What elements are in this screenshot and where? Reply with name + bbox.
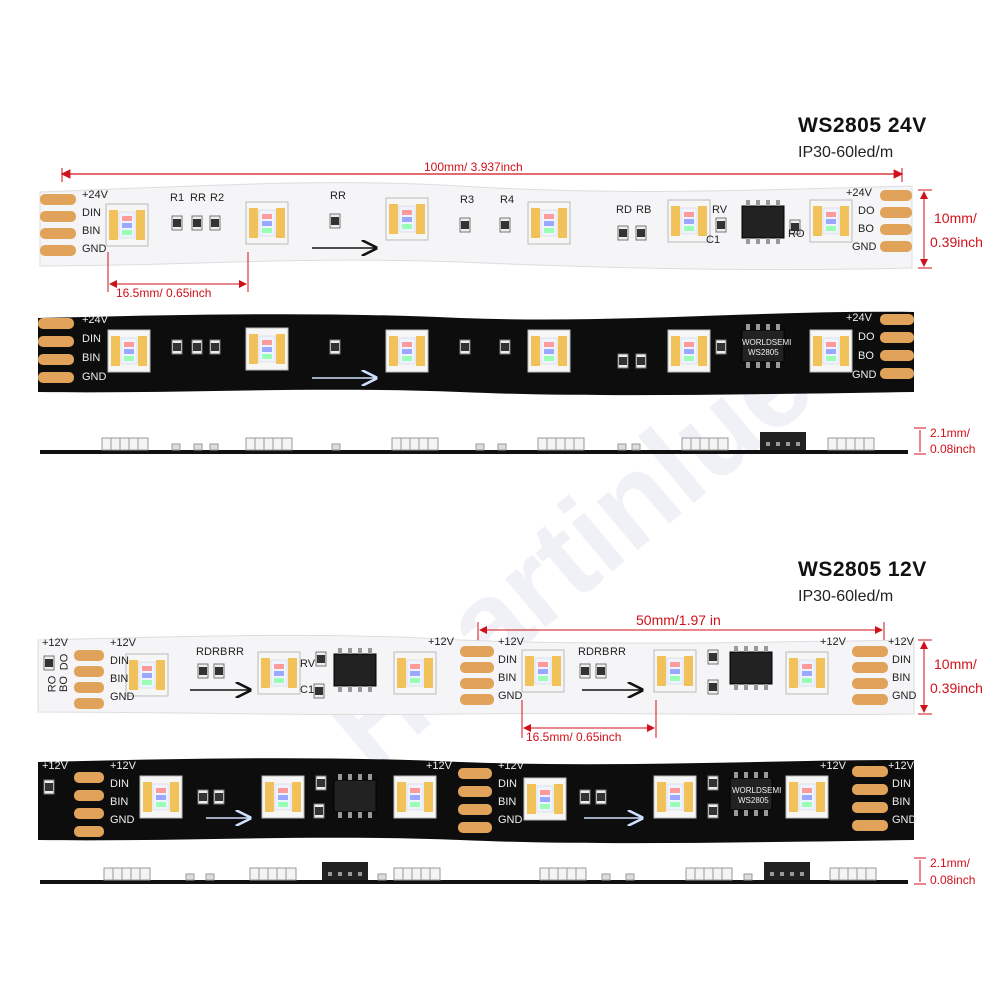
thick-dim-24v-line1: 2.1mm/ bbox=[930, 426, 971, 440]
pad-label-in-din-black: DIN bbox=[82, 333, 101, 345]
length-dim-12v: 50mm/1.97 in bbox=[636, 612, 721, 628]
pad-label-out-do: DO bbox=[858, 205, 875, 217]
pad12b-label-vcc-e: +12V bbox=[820, 760, 846, 772]
pad-label-in-gnd-black: GND bbox=[82, 371, 107, 383]
comp12-label-rb-2: RB bbox=[594, 646, 610, 658]
comp-label-rv: RV bbox=[712, 204, 728, 216]
pad-label-in-vcc: +24V bbox=[82, 189, 108, 201]
comp12-label-rb: RB bbox=[212, 646, 228, 658]
comp-label-c1: C1 bbox=[706, 234, 721, 246]
title-24v: WS2805 24V bbox=[798, 114, 927, 137]
pad12-label-bin-a: BIN bbox=[110, 673, 129, 685]
comp-label-rr2: RR bbox=[330, 190, 346, 202]
thick-dim-12v-line1: 2.1mm/ bbox=[930, 856, 971, 870]
comp12-label-rr: RR bbox=[228, 646, 244, 658]
pad12b-label-vcc-c: +12V bbox=[426, 760, 452, 772]
pad12b-label-din-c: DIN bbox=[892, 778, 911, 790]
subtitle-24v: IP30-60led/m bbox=[798, 144, 894, 161]
width-dim-24v-line2: 0.39inch bbox=[930, 234, 983, 250]
pad12-label-vcc-f: +12V bbox=[888, 636, 914, 648]
comp-label-r4: R4 bbox=[500, 194, 515, 206]
comp-label-r1: R1 bbox=[170, 192, 185, 204]
pitch-dim-12v: 16.5mm/ 0.65inch bbox=[526, 730, 622, 744]
comp-label-r2: R2 bbox=[210, 192, 225, 204]
chip-text-24v-2: WS2805 bbox=[748, 348, 779, 357]
pad12-label-gnd-b: GND bbox=[498, 690, 523, 702]
pad12b-label-din-a: DIN bbox=[110, 778, 129, 790]
side12-label-bo: BO bbox=[57, 676, 70, 692]
pad12b-label-vcc-f: +12V bbox=[888, 760, 914, 772]
pad12-label-din-a: DIN bbox=[110, 655, 129, 667]
pad12-label-gnd-c: GND bbox=[892, 690, 917, 702]
pad12b-label-bin-a: BIN bbox=[110, 796, 129, 808]
pad-label-out-vcc: +24V bbox=[846, 187, 872, 199]
length-dim-24v: 100mm/ 3.937inch bbox=[424, 160, 523, 174]
pad12-label-vcc-e: +12V bbox=[820, 636, 846, 648]
pad12b-label-gnd-c: GND bbox=[892, 814, 917, 826]
pad-label-in-din: DIN bbox=[82, 207, 101, 219]
comp-label-rd: RD bbox=[616, 204, 632, 216]
comp12-label-rd-2: RD bbox=[578, 646, 594, 658]
pad12-label-din-b: DIN bbox=[498, 654, 517, 666]
pad-label-out-bo: BO bbox=[858, 223, 874, 235]
pad12-label-bin-c: BIN bbox=[892, 672, 911, 684]
pad-label-out-bo-black: BO bbox=[858, 350, 874, 362]
pad12b-label-gnd-a: GND bbox=[110, 814, 135, 826]
width-dim-24v-line1: 10mm/ bbox=[934, 210, 977, 226]
width-dim-12v-line2: 0.39inch bbox=[930, 680, 983, 696]
comp-label-ro: RO bbox=[788, 228, 805, 240]
chip12-text-2: WS2805 bbox=[738, 796, 769, 805]
title-12v: WS2805 12V bbox=[798, 558, 927, 581]
pad12-label-vcc-c: +12V bbox=[428, 636, 454, 648]
pad12-label-gnd-a: GND bbox=[110, 691, 135, 703]
chip12-text-1: WORLDSEMI bbox=[732, 786, 782, 795]
pad12-label-bin-b: BIN bbox=[498, 672, 517, 684]
thick-dim-24v-line2: 0.08inch bbox=[930, 442, 976, 456]
chip-text-24v-1: WORLDSEMI bbox=[742, 338, 792, 347]
subtitle-12v: IP30-60led/m bbox=[798, 588, 894, 605]
comp-label-r3: R3 bbox=[460, 194, 475, 206]
pad-label-in-bin: BIN bbox=[82, 225, 101, 237]
comp12-label-rv: RV bbox=[300, 658, 316, 670]
pad12-label-vcc-d: +12V bbox=[498, 636, 524, 648]
pad12b-label-vcc-b: +12V bbox=[110, 760, 136, 772]
comp-label-rr: RR bbox=[190, 192, 206, 204]
pad-label-in-bin-black: BIN bbox=[82, 352, 101, 364]
pad12-label-vcc-a: +12V bbox=[42, 637, 68, 649]
pad-label-out-gnd: GND bbox=[852, 241, 877, 253]
comp12-label-rd: RD bbox=[196, 646, 212, 658]
comp-label-rb: RB bbox=[636, 204, 652, 216]
pad-label-in-vcc-black: +24V bbox=[82, 314, 108, 326]
width-dim-12v-line1: 10mm/ bbox=[934, 656, 977, 672]
pad-label-out-do-black: DO bbox=[858, 331, 875, 343]
thick-dim-12v-line2: 0.08inch bbox=[930, 873, 976, 887]
pad12b-label-vcc-a: +12V bbox=[42, 760, 68, 772]
pad-label-out-vcc-black: +24V bbox=[846, 312, 872, 324]
comp12-label-rr-2: RR bbox=[610, 646, 626, 658]
pad12b-label-bin-b: BIN bbox=[498, 796, 517, 808]
pad12b-label-vcc-d: +12V bbox=[498, 760, 524, 772]
side12-label-do: DO bbox=[58, 653, 71, 671]
pad12-label-din-c: DIN bbox=[892, 654, 911, 666]
pad12-label-vcc-b: +12V bbox=[110, 637, 136, 649]
pad-label-out-gnd-black: GND bbox=[852, 369, 877, 381]
side12-label-ro: RO bbox=[46, 675, 59, 693]
pad12b-label-din-b: DIN bbox=[498, 778, 517, 790]
pad-label-in-gnd: GND bbox=[82, 243, 107, 255]
pad12b-label-bin-c: BIN bbox=[892, 796, 911, 808]
pad12b-label-gnd-b: GND bbox=[498, 814, 523, 826]
comp12-label-c1: C1 bbox=[300, 684, 315, 696]
pitch-dim-24v: 16.5mm/ 0.65inch bbox=[116, 286, 212, 300]
